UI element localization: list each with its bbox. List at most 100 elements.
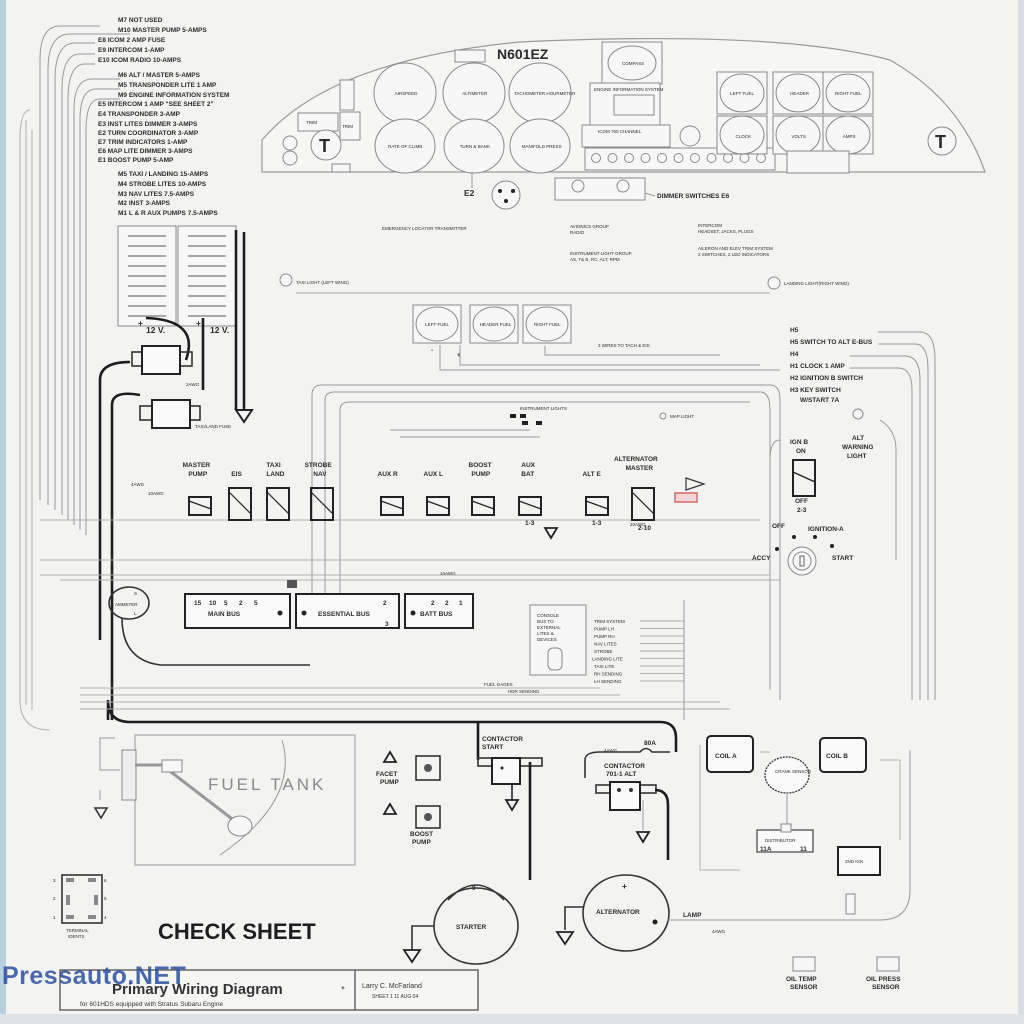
gauge-label: TURN & BANK [460,144,490,149]
watermark: Pressauto.NET [2,962,187,990]
toggle-switch[interactable] [657,153,667,163]
contactor-start-label-2: START [482,744,503,751]
switch-label: ALTERNATOR [614,456,658,463]
crank-sensor-label: CRANK SENSOR [775,769,812,774]
starter-label: STARTER [456,924,487,931]
fuel-sender-gauge [525,306,569,342]
h-leader-lines [850,331,936,700]
console-output-label: PUMP RH [594,634,615,639]
fuse-list-item: E1 BOOST PUMP 5-AMP [98,157,174,164]
elt-connector [491,180,521,210]
toggle-switch[interactable] [591,153,601,163]
toggle-switch-10[interactable] [631,487,655,521]
gauge-label: TACHOMETER HOURMETER [514,91,576,96]
switch-label: MASTER [183,462,211,469]
toggle-switch[interactable] [739,153,750,163]
ammeter-s: S [134,591,137,596]
ammeter-label: AMMETER [115,602,138,607]
note-intercom: INTERCOM [698,223,722,228]
alternator-contactor: 4AWG 80A CONTACTOR 701-1 ALT [584,740,670,860]
fuel-tank: FUEL TANK [93,734,356,866]
panel-notes: EMERGENCY LOCATOR TRANSMITTER AVIONICS G… [382,223,773,262]
gauge-label: MANIFOLD PRESS [522,144,562,149]
radio-label: ICOM 760 CHANNEL [598,129,642,134]
main-bus-fuse: 15 [194,600,202,607]
t-badge-right [927,126,957,156]
ign-b-switch[interactable] [792,459,816,497]
main-bus-fuse: 5 [254,600,258,607]
toggle-switch-9[interactable] [585,496,609,516]
toggle-switch-5[interactable] [380,496,404,516]
fuse-80a-label: 80A [644,740,656,747]
toggle-switch-1[interactable] [188,496,212,516]
trim-indicator [297,112,339,132]
map-light-label: MAP LIGHT [670,414,694,419]
toggle-switch[interactable] [756,153,766,163]
fuel-gauge-label: LEFT FUEL [425,322,449,327]
terminal-pin: 3 [53,878,56,883]
toggle-switch-3[interactable] [266,487,290,521]
toggle-switch[interactable] [706,153,717,163]
lamp-label: LAMP [683,912,702,919]
wire-4awg: 4AWG [131,482,145,487]
h-list-item: H4 [790,351,799,358]
e2-label: E2 [464,188,475,198]
engine-gauge-label: AMPS [843,134,856,139]
fuel-gauge-label: RIGHT FUEL [534,322,561,327]
toggle-switch[interactable] [723,153,733,163]
batt-bus-fuse: 1 [459,600,463,607]
distributor-pin-11a: 11A [760,846,772,853]
oil-temp-sensor [792,956,816,972]
gauge [719,73,765,113]
batt-bus-fuse: 2 [431,600,435,607]
switch-label: ALT E [583,471,602,478]
toggle-switch[interactable] [690,153,700,163]
switch-label: TAXI [266,462,281,469]
alt-warning-arrow [685,477,706,491]
starter-contactor: CONTACTOR START [476,722,543,880]
dimmer-label: DIMMER SWITCHES E6 [657,193,730,200]
distributor-label: DISTRIBUTOR [765,838,796,843]
ignition-coils: COIL A COIL B CRANK SENSOR DISTRIBUTOR 1… [699,735,901,915]
wire-4awg-alt: 4AWG [604,748,618,753]
distributor-pin-11: 11 [800,846,807,853]
fuel-minus: - [431,347,433,354]
battery-contactor-2 [151,399,191,429]
icom-radio [581,124,671,148]
toggle-switch-7[interactable] [471,496,495,516]
battery-left-label: 12 V. [146,325,165,335]
terminal-pin: 1 [53,915,56,920]
toggle-switch-6[interactable] [426,496,450,516]
facet-pump-label-2: PUMP [380,779,399,786]
compass-label: COMPASS [622,61,644,66]
switch-label: EIS [231,471,242,478]
wiring-harness: INSTRUMENT LIGHTS MAP LIGHT [40,384,781,710]
t-badge-left-label: T [319,136,330,156]
toggle-switch-8[interactable] [518,496,542,516]
ignition-accy-label: ACCY [752,555,771,562]
toggle-switch[interactable] [640,153,651,163]
console-label: BUS TO [537,619,554,624]
toggle-switch[interactable] [673,153,684,163]
second-ignition-label: 2ND IGN [845,859,863,864]
switch-label: BOOST [469,462,492,469]
gauge-label: ALTIMETER [462,91,488,96]
toggle-switch-4[interactable] [310,487,334,521]
contactor-start-label: CONTACTOR [482,736,523,743]
fuse-list-item: M6 ALT / MASTER 5-AMPS [118,72,201,79]
toggle-switch[interactable] [607,153,618,163]
battery-contactor-1 [141,345,181,375]
essential-bus-sub: 3 [385,621,389,628]
toggle-switch-2[interactable] [228,487,252,521]
oil-press-sensor [876,956,900,972]
toggle-switch[interactable] [624,153,634,163]
console-output-label: LANDING LITE [592,657,623,662]
oil-press-label: OIL PRESS [866,976,901,983]
main-bus [184,593,291,629]
terminal-pin: 6 [104,878,107,883]
